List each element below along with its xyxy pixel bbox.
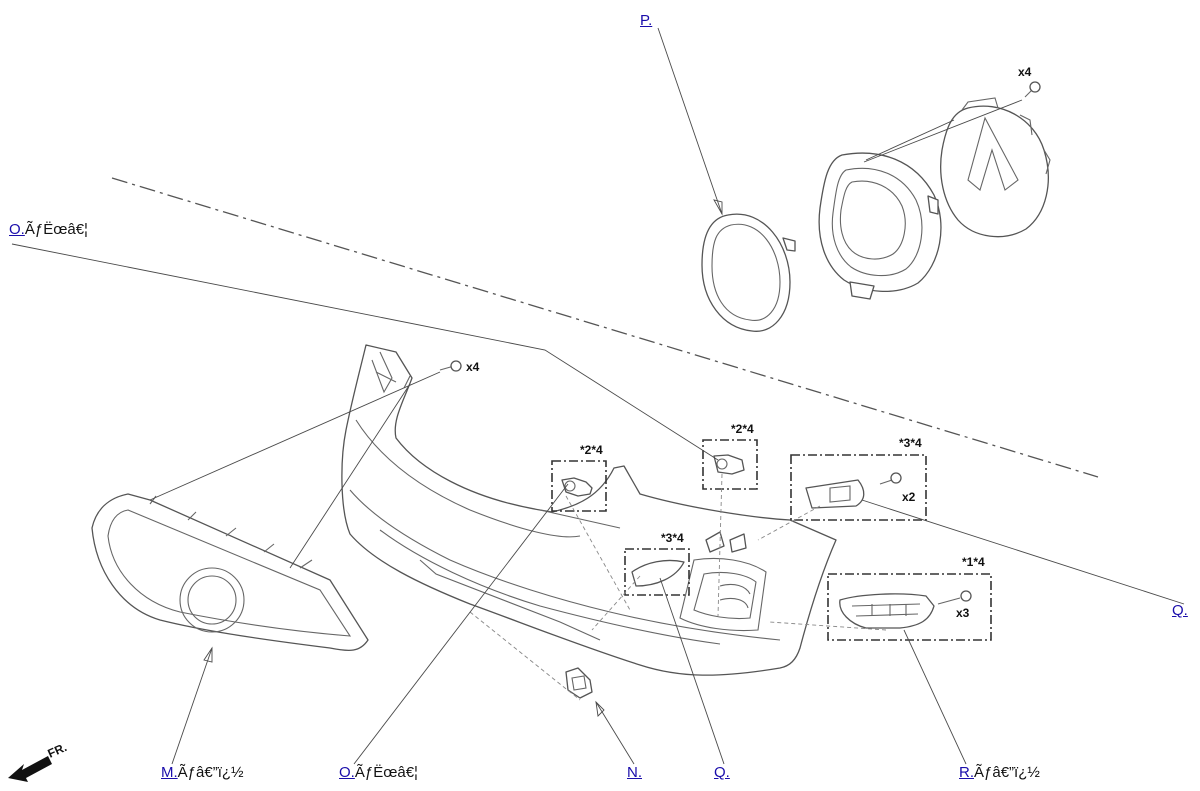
fog-light-unit xyxy=(940,97,1051,238)
washer-cap-left-ref: *3*4 xyxy=(661,531,684,545)
callout-n: N. xyxy=(627,764,642,782)
side-marker-clip xyxy=(565,667,593,699)
projection-lines xyxy=(469,473,887,701)
fog-light-housing xyxy=(818,152,942,300)
callout-o-top: O.ÃƒËœâ€¦ xyxy=(9,221,88,239)
callout-p-link[interactable]: P. xyxy=(640,12,653,29)
leader-lines xyxy=(11,27,1185,765)
parking-sensor-left xyxy=(551,460,607,512)
washer-cap-left xyxy=(624,548,690,596)
washer-cap-right-ref: *3*4 xyxy=(899,436,922,450)
callout-o-top-link[interactable]: O. xyxy=(9,221,25,238)
washer-cap-right xyxy=(790,454,927,521)
fog-light-ring xyxy=(701,213,796,332)
callout-m-link[interactable]: M. xyxy=(161,764,178,781)
grille-bolt-qty: x4 xyxy=(466,360,480,374)
callout-o-bottom-link[interactable]: O. xyxy=(339,764,355,781)
grille-bolt xyxy=(439,360,462,372)
callout-p: P. xyxy=(640,12,652,30)
fog-bolt xyxy=(863,81,1041,163)
fog-bolt-qty: x4 xyxy=(1018,65,1032,79)
callout-q-right-link[interactable]: Q. xyxy=(1172,602,1188,619)
callout-q-bottom: Q. xyxy=(714,764,730,782)
callout-m-suffix: Ãƒâ€”ï¿½ xyxy=(177,764,244,781)
callout-o-bottom-suffix: ÃƒËœâ€¦ xyxy=(354,764,418,781)
callout-q-right: Q. xyxy=(1172,602,1188,620)
callout-r-link[interactable]: R. xyxy=(959,764,974,781)
drl-screw-qty: x3 xyxy=(956,606,970,620)
washer-screw-qty: x2 xyxy=(902,490,916,504)
sensor-right-ref: *2*4 xyxy=(731,422,754,436)
parking-sensor-right xyxy=(702,439,758,490)
front-direction-label: FR. xyxy=(46,740,69,761)
callout-n-link[interactable]: N. xyxy=(627,764,642,781)
callout-o-top-suffix: ÃƒËœâ€¦ xyxy=(24,221,88,238)
front-direction-arrow: FR. xyxy=(8,740,69,782)
drl-ref: *1*4 xyxy=(962,555,985,569)
callout-q-bottom-link[interactable]: Q. xyxy=(714,764,730,781)
callout-m: M.Ãƒâ€”ï¿½ xyxy=(161,764,244,782)
callout-r-suffix: Ãƒâ€”ï¿½ xyxy=(974,764,1040,781)
sensor-left-ref: *2*4 xyxy=(580,443,603,457)
callout-r: R.Ãƒâ€”ï¿½ xyxy=(959,764,1040,782)
vehicle-centerline xyxy=(111,177,1099,478)
front-grille xyxy=(91,371,441,652)
callout-o-bottom: O.ÃƒËœâ€¦ xyxy=(339,764,418,782)
front-bumper xyxy=(341,344,837,676)
drl-assembly xyxy=(827,573,992,641)
